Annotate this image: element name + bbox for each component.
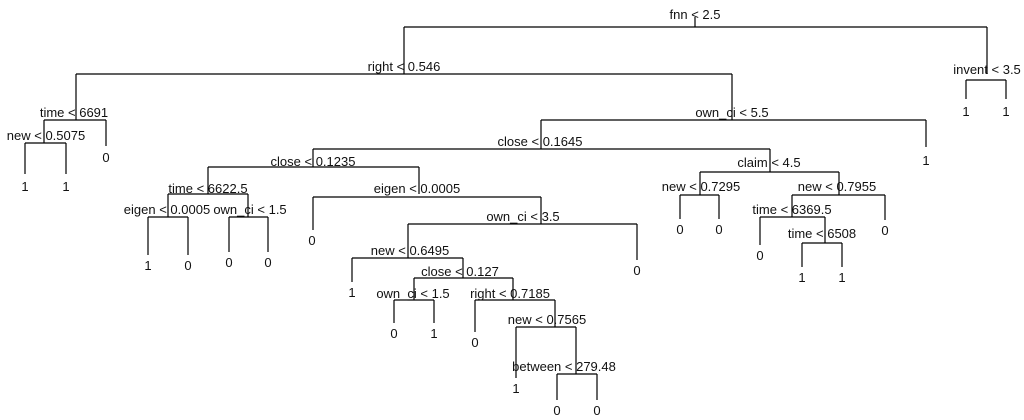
tree-edges [24,17,1007,400]
leaf-label: 0 [633,263,640,278]
leaf-label: 1 [21,179,28,194]
leaf-label: 1 [348,285,355,300]
leaf-label: 1 [144,258,151,273]
split-label-close-01235: close < 0.1235 [271,154,356,169]
leaf-label: 1 [838,270,845,285]
leaf-label: 1 [1002,104,1009,119]
leaf-label: 0 [102,150,109,165]
split-label-own-ci-15-a: own_ci < 1.5 [213,202,286,217]
split-label-own-ci-35: own_ci < 3.5 [486,209,559,224]
split-label-eigen-00005-b: eigen < 0.0005 [374,181,460,196]
leaf-label: 1 [922,153,929,168]
split-label-own-ci-55: own_ci < 5.5 [695,105,768,120]
split-label-right-0546: right < 0.546 [368,59,441,74]
leaf-label: 1 [962,104,969,119]
split-label-claim: claim < 4.5 [737,155,800,170]
leaf-label: 1 [62,179,69,194]
split-label-new-06495: new < 0.6495 [371,243,449,258]
split-label-close-0127: close < 0.127 [421,264,499,279]
split-label-own-ci-15-b: own_ci < 1.5 [376,286,449,301]
leaf-label: 0 [225,255,232,270]
leaf-label: 0 [184,258,191,273]
leaf-label: 0 [471,335,478,350]
split-label-time-6508: time < 6508 [788,226,856,241]
split-label-eigen-00005-a: eigen < 0.0005 [124,202,210,217]
split-label-close-01645: close < 0.1645 [498,134,583,149]
split-label-new-05075: new < 0.5075 [7,128,85,143]
split-label-root: fnn < 2.5 [670,7,721,22]
split-label-time-6691: time < 6691 [40,105,108,120]
leaf-label: 0 [593,403,600,418]
leaf-label: 0 [390,326,397,341]
split-label-time-66225: time < 6622.5 [168,181,247,196]
leaf-label: 0 [308,233,315,248]
leaf-label: 0 [264,255,271,270]
leaf-label: 1 [430,326,437,341]
split-label-invent: invent < 3.5 [953,62,1021,77]
leaf-label: 0 [553,403,560,418]
leaf-labels: 1 1 1 1 0 1 1 0 0 0 0 0 1 0 1 0 1 0 0 0 … [21,104,1009,418]
split-label-new-07955: new < 0.7955 [798,179,876,194]
leaf-label: 0 [756,248,763,263]
leaf-label: 0 [881,223,888,238]
split-label-new-07295: new < 0.7295 [662,179,740,194]
split-labels: fnn < 2.5 right < 0.546 invent < 3.5 tim… [7,7,1021,374]
leaf-label: 1 [512,381,519,396]
leaf-label: 0 [715,222,722,237]
split-label-right-07185: right < 0.7185 [470,286,550,301]
split-label-between: between < 279.48 [512,359,616,374]
split-label-time-63695: time < 6369.5 [752,202,831,217]
leaf-label: 1 [798,270,805,285]
leaf-label: 0 [676,222,683,237]
split-label-new-07565: new < 0.7565 [508,312,586,327]
